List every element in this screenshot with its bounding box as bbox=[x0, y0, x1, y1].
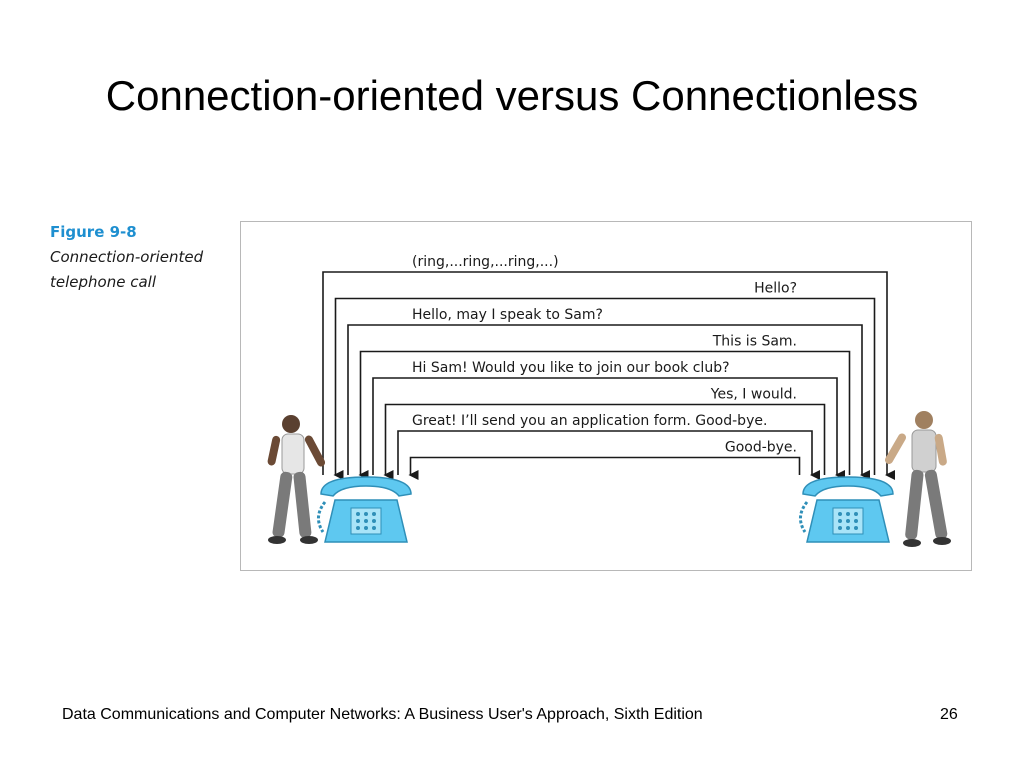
message-7: Great! I’ll send you an application form… bbox=[397, 413, 820, 480]
message-1: (ring,...ring,...ring,...) bbox=[322, 254, 895, 480]
message-6: Yes, I would. bbox=[383, 387, 826, 480]
right-telephone-icon bbox=[799, 476, 894, 543]
diagram-canvas: (ring,...ring,...ring,...) Hello? Hello, m… bbox=[267, 254, 951, 547]
message-arrow-line bbox=[347, 324, 870, 480]
left-telephone-icon bbox=[317, 476, 412, 543]
figure-caption-line-2: telephone call bbox=[50, 273, 156, 291]
telephone-call-diagram: (ring,...ring,...ring,...) Hello? Hello, m… bbox=[240, 221, 972, 571]
message-arrow-line bbox=[333, 297, 876, 480]
message-label: (ring,...ring,...ring,...) bbox=[412, 254, 559, 270]
message-arrow-line bbox=[383, 403, 826, 480]
message-5: Hi Sam! Would you like to join our book … bbox=[372, 360, 845, 480]
message-label: Hello, may I speak to Sam? bbox=[412, 307, 603, 323]
figure-caption: Figure 9-8 Connection-oriented telephone… bbox=[50, 220, 230, 295]
message-label: This is Sam. bbox=[712, 334, 797, 350]
message-label: Good-bye. bbox=[725, 440, 797, 456]
message-arrow-line bbox=[397, 430, 820, 480]
left-person-icon bbox=[267, 415, 326, 544]
slide-title: Connection-oriented versus Connectionles… bbox=[105, 72, 919, 119]
message-8: Good-bye. bbox=[408, 440, 801, 480]
page-number: 26 bbox=[940, 706, 958, 723]
message-lines: (ring,...ring,...ring,...) Hello? Hello, m… bbox=[322, 254, 895, 480]
right-person-icon bbox=[885, 411, 951, 547]
figure-caption-line-1: Connection-oriented bbox=[50, 248, 204, 266]
message-3: Hello, may I speak to Sam? bbox=[347, 307, 870, 480]
message-4: This is Sam. bbox=[358, 334, 851, 480]
message-arrow-line bbox=[372, 377, 845, 480]
message-2: Hello? bbox=[333, 281, 876, 480]
message-label: Hello? bbox=[754, 281, 797, 297]
figure-number: Figure 9-8 bbox=[50, 223, 137, 241]
message-arrow-line bbox=[408, 456, 801, 480]
message-arrow-line bbox=[358, 350, 851, 480]
message-label: Hi Sam! Would you like to join our book … bbox=[412, 360, 730, 376]
message-label: Yes, I would. bbox=[710, 387, 797, 403]
footer-text: Data Communications and Computer Network… bbox=[62, 706, 703, 723]
message-arrow-line bbox=[322, 271, 895, 480]
message-label: Great! I’ll send you an application form… bbox=[412, 413, 767, 429]
